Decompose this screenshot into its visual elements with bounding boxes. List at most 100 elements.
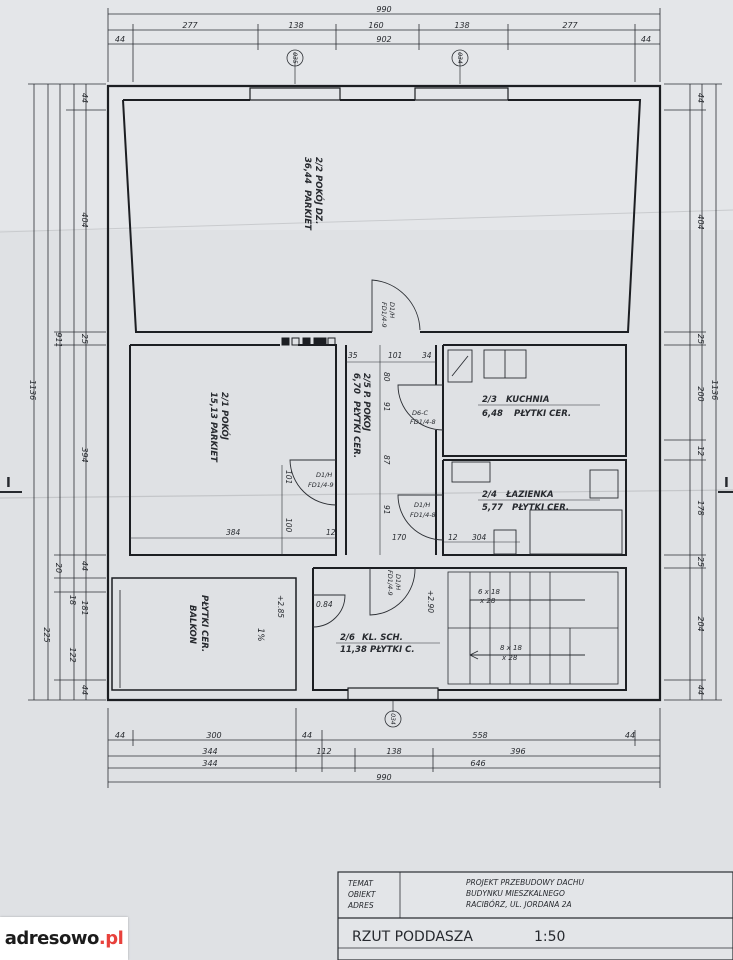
drawing-title: RZUT PODDASZA bbox=[352, 929, 473, 945]
door-label-1b: FD1/4-9 bbox=[380, 302, 388, 328]
axis-marker-right-label: 034 bbox=[456, 52, 463, 64]
svg-text:PARKIET: PARKIET bbox=[302, 190, 312, 231]
dim-left-18: 18 bbox=[68, 595, 77, 605]
dim-bottom-344b: 344 bbox=[202, 759, 217, 768]
dim-bottom-558: 558 bbox=[472, 731, 487, 740]
dim-int-12a: 12 bbox=[326, 528, 336, 537]
section-mark-left: I bbox=[6, 476, 11, 491]
axis-markers: 035 034 034 bbox=[286, 49, 469, 728]
dim-left-394: 394 bbox=[80, 447, 89, 462]
door-label-4b: FD1/4-8 bbox=[410, 511, 436, 519]
door-label-1a: D1/H bbox=[388, 302, 396, 318]
balcony-slope: 1% bbox=[255, 628, 265, 642]
stair-label-4: x 28 bbox=[501, 654, 518, 662]
dim-int-0-84: 0.84 bbox=[316, 600, 333, 609]
dim-bottom-44a: 44 bbox=[115, 731, 125, 740]
title-label-temat: TEMAT bbox=[348, 879, 374, 888]
dim-bottom-646: 646 bbox=[470, 759, 485, 768]
dim-int-34: 34 bbox=[422, 351, 432, 360]
svg-text:KUCHNIA: KUCHNIA bbox=[506, 395, 549, 405]
svg-text:KL. SCH.: KL. SCH. bbox=[362, 633, 403, 643]
dim-bottom-44b: 44 bbox=[302, 731, 312, 740]
room-2-4-label: 2/4 ŁAZIENKA 5,77 PŁYTKI CER. bbox=[478, 490, 600, 513]
svg-text:2/6: 2/6 bbox=[340, 633, 355, 643]
dim-int-91a: 91 bbox=[382, 402, 391, 412]
dim-int-12b: 12 bbox=[448, 533, 458, 542]
dim-right-1136: 1136 bbox=[710, 380, 719, 400]
title-value-temat: PROJEKT PRZEBUDOWY DACHU bbox=[466, 878, 585, 887]
dim-bottom-990: 990 bbox=[376, 773, 391, 782]
dim-left-44c: 44 bbox=[80, 685, 89, 695]
dim-right-204: 204 bbox=[696, 616, 705, 631]
axis-marker-bottom-label: 034 bbox=[389, 713, 396, 725]
top-dimension-labels: 990 277 138 160 138 277 44 902 44 bbox=[115, 5, 651, 44]
dim-top-total: 990 bbox=[376, 5, 391, 14]
dim-right-12: 12 bbox=[696, 446, 705, 456]
dim-int-101: 101 bbox=[388, 351, 402, 360]
dim-top-4: 138 bbox=[454, 21, 469, 30]
svg-text:PŁYTKI C.: PŁYTKI C. bbox=[370, 645, 415, 655]
stair-label-1: 6 x 18 bbox=[478, 588, 501, 596]
door-label-3a: D1/H bbox=[316, 471, 332, 479]
svg-text:PŁYTKI CER.: PŁYTKI CER. bbox=[514, 409, 571, 419]
watermark-logo: adresowo.pl bbox=[0, 917, 128, 960]
room-2-6-label: 2/6 KL. SCH. 11,38 PŁYTKI C. bbox=[336, 633, 440, 655]
dim-right-44: 44 bbox=[696, 93, 705, 103]
door-balcony bbox=[312, 594, 346, 628]
svg-text:PŁYTKI CER.: PŁYTKI CER. bbox=[199, 595, 209, 652]
room-2-2-label: 2/2 POKÓJ DZ. 36,44 PARKIET bbox=[302, 157, 325, 231]
left-dimension-labels: 44 404 25 911 1136 394 44 20 18 181 225 … bbox=[28, 93, 89, 695]
dim-int-100: 100 bbox=[284, 518, 293, 533]
dim-right-25: 25 bbox=[696, 334, 705, 344]
dim-left-1136: 1136 bbox=[28, 380, 37, 400]
svg-text:2/4: 2/4 bbox=[482, 490, 497, 500]
dim-int-101b: 101 bbox=[284, 470, 293, 484]
section-marks: I I bbox=[0, 476, 733, 493]
svg-text:PARKIET: PARKIET bbox=[208, 422, 218, 463]
title-label-adres: ADRES bbox=[347, 901, 374, 910]
bottom-dimension-lines bbox=[107, 708, 661, 788]
chimney-vents bbox=[281, 337, 336, 346]
svg-text:2/3: 2/3 bbox=[482, 395, 497, 405]
dim-left-225: 225 bbox=[42, 627, 51, 642]
dim-bottom-300: 300 bbox=[206, 731, 221, 740]
stair-label-3: 8 x 18 bbox=[500, 644, 523, 652]
dim-left-25: 25 bbox=[80, 334, 89, 344]
svg-text:5,77: 5,77 bbox=[482, 503, 503, 513]
svg-text:2/1: 2/1 bbox=[219, 392, 229, 407]
door-top-corridor bbox=[371, 279, 421, 332]
dim-int-35: 35 bbox=[348, 351, 358, 360]
door-label-3b: FD1/4-9 bbox=[308, 481, 334, 489]
dim-left-181: 181 bbox=[80, 600, 89, 615]
dim-top-902: 902 bbox=[376, 35, 391, 44]
stair-labels: 6 x 18 x 28 8 x 18 x 28 bbox=[478, 588, 523, 662]
door-label-4a: D1/H bbox=[414, 501, 430, 509]
title-value-obiekt: BUDYNKU MIESZKALNEGO bbox=[466, 889, 565, 898]
dim-right-44b: 44 bbox=[696, 685, 705, 695]
dim-bottom-344a: 344 bbox=[202, 747, 217, 756]
stair-label-2: x 28 bbox=[479, 597, 496, 605]
svg-text:PŁYTKI CER.: PŁYTKI CER. bbox=[512, 503, 569, 513]
dim-right-404: 404 bbox=[696, 214, 705, 229]
bathroom-bathtub bbox=[529, 509, 623, 555]
door-label-2b: FD1/4-8 bbox=[410, 418, 436, 426]
kitchen-stove bbox=[447, 349, 473, 383]
room-2-5-label: 2/5 P. POKOJ 6,70 PŁYTKI CER. bbox=[351, 373, 371, 458]
dim-left-20: 20 bbox=[54, 563, 63, 573]
svg-text:2/2: 2/2 bbox=[313, 157, 323, 172]
svg-text:36,44: 36,44 bbox=[302, 157, 312, 184]
bottom-dimension-labels: 44 300 44 558 44 344 112 138 396 344 646… bbox=[115, 731, 635, 782]
interior-dimensions: 35 101 34 80 91 87 91 384 12 100 101 170… bbox=[130, 345, 520, 618]
dim-top-3: 160 bbox=[368, 21, 383, 30]
top-dimension-lines bbox=[107, 8, 661, 82]
dim-int-170: 170 bbox=[392, 533, 407, 542]
title-label-obiekt: OBIEKT bbox=[348, 890, 377, 899]
room-2-3-label: 2/3 KUCHNIA 6,48 PŁYTKI CER. bbox=[478, 395, 600, 419]
bathroom-washbasin bbox=[451, 461, 491, 483]
kitchen-fixtures bbox=[447, 349, 527, 383]
dim-top-right-44: 44 bbox=[641, 35, 651, 44]
axis-marker-left-label: 035 bbox=[291, 52, 298, 64]
dim-top-5: 277 bbox=[562, 21, 578, 30]
dim-right-178: 178 bbox=[696, 500, 705, 515]
